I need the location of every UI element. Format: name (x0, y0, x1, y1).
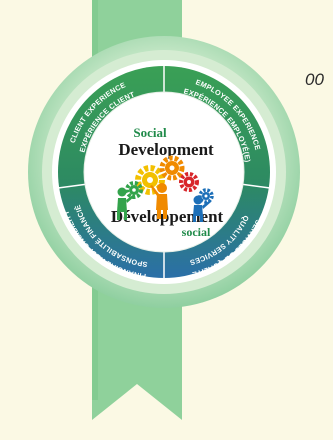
divider-left (57, 183, 89, 189)
gear-yellow-icon (135, 165, 165, 195)
title-development-en: Development (118, 140, 214, 159)
gear-red-icon (179, 172, 199, 192)
center-disc (83, 91, 245, 253)
gears-illustration (117, 155, 214, 222)
title-social-fr: social (182, 225, 211, 239)
page-number: 00 (305, 70, 324, 89)
divider-right (239, 183, 271, 189)
figure-green-person-icon (117, 187, 135, 220)
figure-blue-person-icon (193, 195, 211, 222)
gear-orange-icon (159, 155, 185, 181)
figure-orange-person-icon (150, 183, 168, 219)
title-social-en: Social (133, 125, 167, 140)
gear-green-icon (125, 181, 143, 199)
